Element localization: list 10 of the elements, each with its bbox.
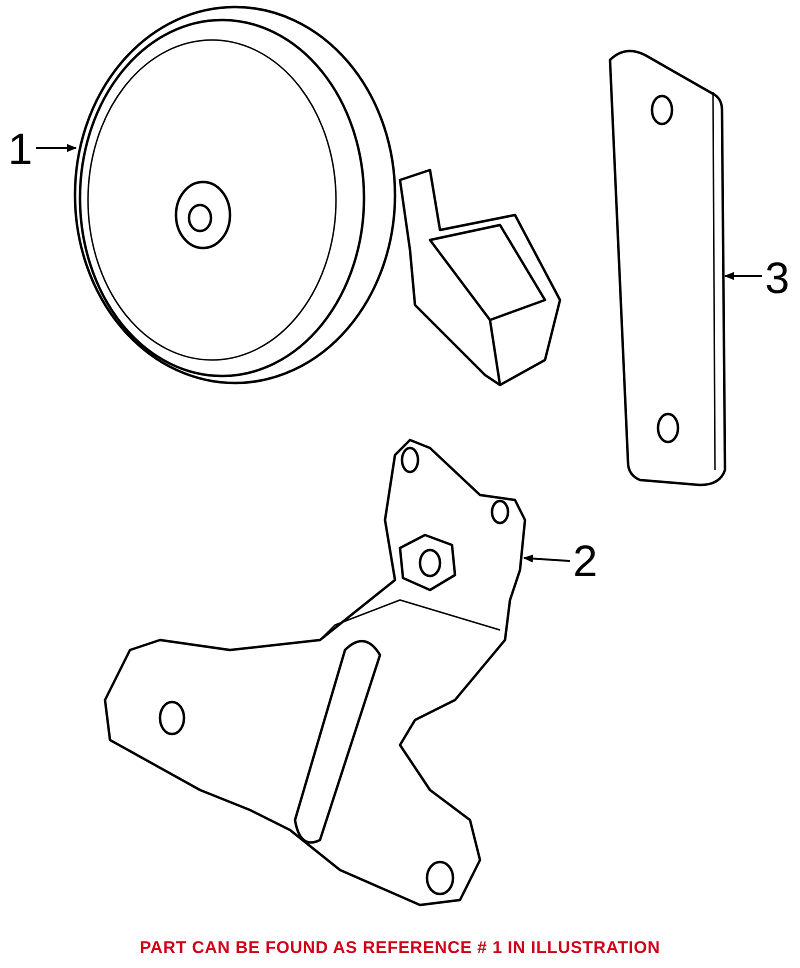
callout-number: 1 [8,126,32,174]
caption-note: PART CAN BE FOUND AS REFERENCE # 1 IN ILLUSTRATION [138,938,662,958]
leader-arrow [724,272,762,280]
bracket-drawing [104,438,526,906]
mounting-plate-drawing [608,50,726,486]
horn-drawing [74,6,562,386]
callout-number: 3 [765,255,790,303]
callout-number: 2 [573,538,598,586]
leader-arrow [523,554,570,563]
leader-arrow [36,144,77,152]
